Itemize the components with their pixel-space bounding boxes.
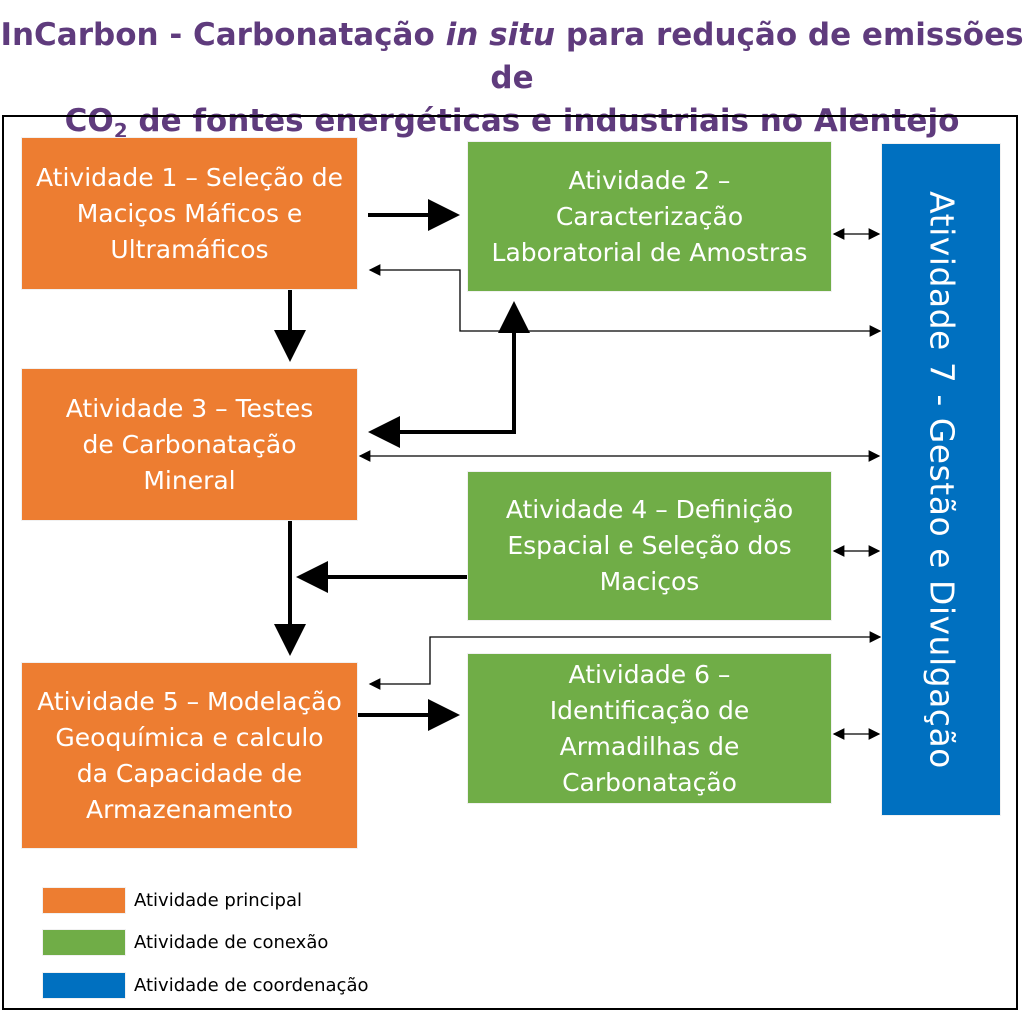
activity-4-box: Atividade 4 – Definição Espacial e Seleç… [467, 471, 832, 621]
activity-1-box: Atividade 1 – Seleção de Maciços Máficos… [21, 137, 358, 290]
activity-7-box: Atividade 7 - Gestão e Divulgação [881, 143, 1001, 816]
activity-6-box: Atividade 6 – Identificação de Armadilha… [467, 653, 832, 804]
arrow-a7-a5 [368, 631, 882, 690]
title-italic: in situ [445, 17, 556, 53]
legend-swatch-conexao [42, 929, 126, 956]
title-line-2: CO2 de fontes energéticas e industriais … [0, 100, 1024, 143]
arrow-a3-a2 [368, 301, 530, 448]
legend-label-principal: Atividade principal [134, 890, 302, 911]
title-part: de fontes energéticas e industriais no A… [127, 103, 960, 139]
diagram-title: InCarbon - Carbonatação in situ para red… [0, 14, 1024, 143]
activity-2-label: Atividade 2 – Caracterização Laboratoria… [491, 165, 808, 267]
title-line-1: InCarbon - Carbonatação in situ para red… [0, 14, 1024, 100]
activity-4-label: Atividade 4 – Definição Espacial e Seleç… [505, 495, 794, 596]
arrow-a7-a1 [368, 264, 882, 337]
diagram-frame [2, 115, 1018, 1010]
activity-5-label: Atividade 5 – Modelação Geoquímica e cal… [37, 686, 342, 824]
title-part: CO [64, 103, 114, 139]
activity-5-box: Atividade 5 – Modelação Geoquímica e cal… [21, 662, 358, 849]
activity-2-box: Atividade 2 – Caracterização Laboratoria… [467, 141, 832, 292]
legend-label-conexao: Atividade de conexão [134, 932, 329, 953]
legend-swatch-coordenacao [42, 972, 126, 999]
activity-6-label: Atividade 6 – Identificação de Armadilha… [549, 659, 750, 797]
legend-swatch-principal [42, 887, 126, 914]
activity-7-label: Atividade 7 - Gestão e Divulgação [922, 191, 962, 769]
activity-1-label: Atividade 1 – Seleção de Maciços Máficos… [36, 162, 343, 264]
activity-3-box: Atividade 3 – Testes de Carbonatação Min… [21, 368, 358, 521]
legend-label-coordenacao: Atividade de coordenação [134, 975, 369, 996]
title-part: para redução de emissões de [490, 17, 1024, 96]
title-subscript: 2 [113, 119, 128, 143]
title-part: InCarbon - Carbonatação [0, 17, 446, 53]
activity-3-label: Atividade 3 – Testes de Carbonatação Min… [65, 393, 314, 495]
